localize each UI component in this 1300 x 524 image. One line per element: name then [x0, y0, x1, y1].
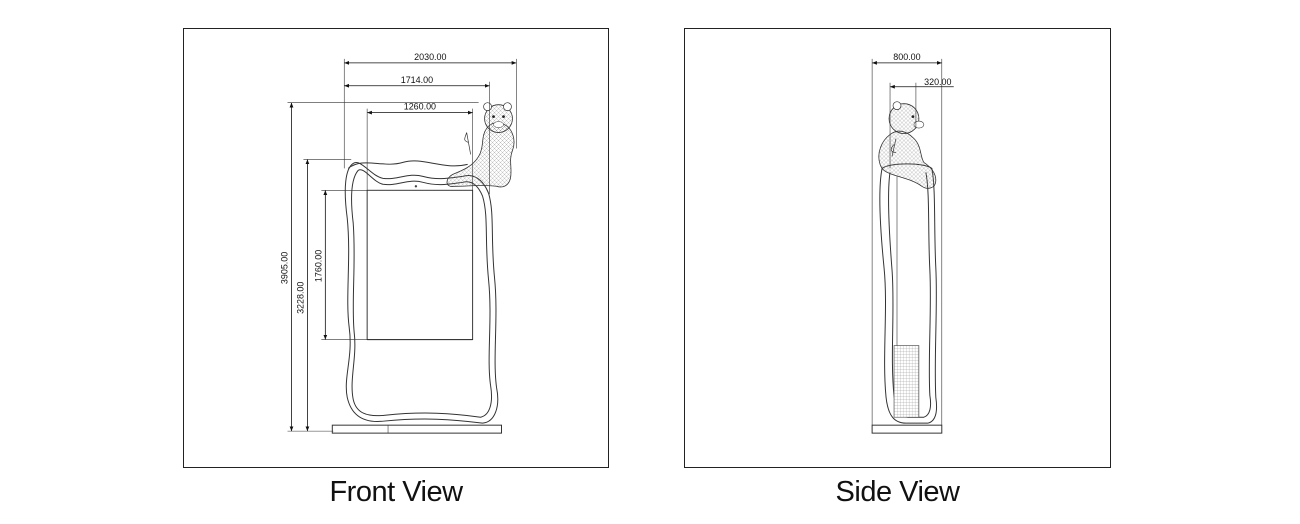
- dim-label-depth-total: 800.00: [893, 52, 920, 62]
- dim-label-height-total: 3905.00: [280, 252, 290, 284]
- dim-label-depth-body: 320.00: [924, 77, 951, 87]
- side-kiosk-body: [879, 163, 938, 424]
- speaker-grill: [893, 345, 920, 418]
- side-base-plate: [871, 424, 943, 434]
- side-view-caption: Side View: [835, 476, 960, 508]
- dim-label-height-screen: 1760.00: [313, 250, 323, 282]
- panda-sculpture-icon: [446, 102, 515, 188]
- dim-width-total: 2030.00: [343, 52, 517, 169]
- dim-height-screen: 1760.00: [313, 189, 368, 340]
- front-view-caption: Front View: [329, 476, 463, 508]
- dim-height-total: 3905.00: [280, 102, 479, 432]
- dim-depth-total: 800.00: [871, 52, 943, 426]
- dim-label-width-total: 2030.00: [414, 52, 446, 62]
- base-plate: [331, 424, 503, 434]
- side-view-drawing: 800.00 320.00: [871, 52, 954, 434]
- dim-label-width-screen: 1260.00: [404, 102, 436, 112]
- dim-width-screen: 1260.00: [366, 102, 473, 191]
- side-view-panel: 800.00 320.00: [684, 28, 1111, 468]
- dim-depth-body: 320.00: [889, 77, 954, 169]
- dim-height-body: 3228.00: [295, 159, 352, 432]
- dim-width-mid: 1714.00: [344, 75, 490, 195]
- dim-label-height-body: 3228.00: [295, 282, 305, 314]
- panda-sculpture-icon: [878, 101, 937, 189]
- kiosk-frame: [344, 160, 499, 424]
- front-view-drawing: 2030.00 1714.00 1260.00 3905.00 3228.00: [280, 52, 517, 434]
- dim-label-width-mid: 1714.00: [401, 75, 433, 85]
- display-screen: [366, 189, 474, 341]
- front-view-panel: 2030.00 1714.00 1260.00 3905.00 3228.00: [183, 28, 609, 468]
